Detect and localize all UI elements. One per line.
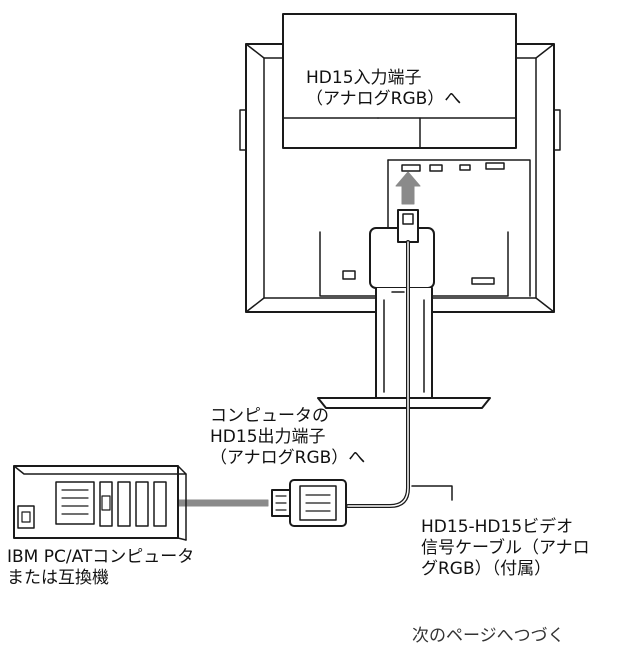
connector-panel xyxy=(319,159,531,297)
computer-output-label-line: （アナログRGB）へ xyxy=(210,448,366,468)
computer-side-plug xyxy=(271,479,347,527)
ibm-pc-label: IBM PC/ATコンピュータ または互換機 xyxy=(7,547,194,589)
monitor-side-plug xyxy=(397,209,419,243)
computer-output-label-line: コンピュータの xyxy=(210,406,329,426)
hd15-input-label-line: HD15入力端子 xyxy=(306,68,422,88)
cable-label: HD15-HD15ビデオ 信号ケーブル（アナロ グRGB）（付属） xyxy=(421,517,590,580)
arrow-up-icon xyxy=(395,171,421,205)
ibm-pc-label-line: または互換機 xyxy=(7,568,109,588)
cable-label-line: 信号ケーブル（アナロ xyxy=(421,538,590,558)
cable-label-line: グRGB）（付属） xyxy=(421,559,552,579)
pc-tower xyxy=(13,465,187,541)
monitor-stand xyxy=(317,227,491,409)
computer-output-label: コンピュータの HD15出力端子 （アナログRGB）へ xyxy=(210,406,365,469)
computer-output-label-line: HD15出力端子 xyxy=(210,427,326,447)
hd15-input-label-line: （アナログRGB）へ xyxy=(306,89,462,109)
hd15-input-label: HD15入力端子 （アナログRGB）へ xyxy=(306,68,461,110)
ibm-pc-label-line: IBM PC/ATコンピュータ xyxy=(7,547,195,567)
continue-next-page: 次のページへつづく xyxy=(412,626,565,646)
cable-label-line: HD15-HD15ビデオ xyxy=(421,517,574,537)
connector-cover xyxy=(282,13,517,149)
